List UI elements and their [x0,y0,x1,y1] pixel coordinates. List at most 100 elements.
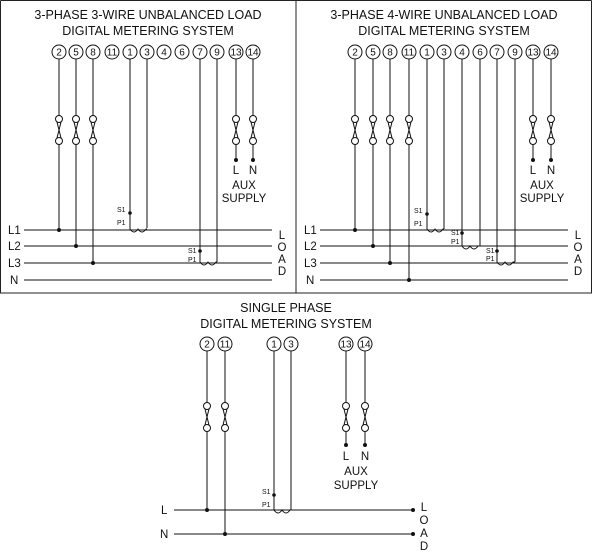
svg-text:3: 3 [144,48,150,59]
junction-dots [205,443,415,536]
ct-label-s1: S1 [414,208,423,215]
svg-text:4: 4 [459,48,465,59]
supply-label: SUPPLY [520,193,565,205]
load-letter: L [575,230,582,242]
terminal-11: 11 [104,44,120,60]
terminal-1: 1 [266,336,282,352]
terminal-3: 3 [139,44,155,60]
terminal-8: 8 [382,44,398,60]
fuse-icon [386,115,394,145]
svg-text:5: 5 [73,48,79,59]
aux-label-l: L [233,165,240,177]
terminal-14: 14 [357,336,373,352]
svg-text:2: 2 [352,48,358,59]
wires [320,59,568,281]
svg-text:1: 1 [127,48,133,59]
line-label-l1: L1 [304,225,317,237]
panel-title-line1: 3-PHASE 3-WIRE UNBALANCED LOAD [34,8,261,22]
svg-text:4: 4 [161,48,167,59]
load-letter: A [278,254,286,266]
terminal-6: 6 [174,44,190,60]
fuse-icon [369,115,377,145]
svg-text:13: 13 [230,48,242,59]
svg-text:14: 14 [545,48,557,59]
terminal-5: 5 [365,44,381,60]
terminal-13: 13 [228,44,244,60]
svg-text:1: 1 [271,340,277,351]
line-label-n: N [306,275,314,287]
terminal-2: 2 [347,44,363,60]
aux-label-n: N [361,451,369,463]
ct-label-p1: P1 [262,502,271,509]
terminal-1: 1 [419,44,435,60]
line-label-l2: L2 [304,241,317,253]
load-letter: D [420,541,428,553]
load-letter: L [279,230,286,242]
fuse-symbols [351,115,555,145]
terminal-3: 3 [283,336,299,352]
terminal-2: 2 [199,336,215,352]
terminal-9: 9 [507,44,523,60]
aux-label: AUX [344,466,368,478]
terminal-14: 14 [245,44,261,60]
svg-text:2: 2 [56,48,62,59]
svg-text:8: 8 [387,48,393,59]
diagram-frame [0,0,592,294]
load-letter: O [420,515,429,527]
svg-text:1: 1 [424,48,430,59]
supply-label: SUPPLY [334,480,379,492]
junction-dots [353,158,553,282]
svg-text:6: 6 [477,48,483,59]
line-label-l2: L2 [8,241,21,253]
wires [24,59,272,281]
terminal-row: 2 5 8 11 1 3 4 6 7 9 13 14 [347,44,559,60]
line-label-l1: L1 [8,225,21,237]
line-label-l3: L3 [304,258,317,270]
svg-text:11: 11 [404,48,415,59]
fuse-icon [351,115,359,145]
panel-title-line2: DIGITAL METERING SYSTEM [200,317,372,331]
line-label-l: L [161,505,168,517]
aux-label-l: L [530,165,537,177]
line-label-n: N [160,529,168,541]
load-letter: D [278,266,286,278]
aux-label: AUX [232,180,256,192]
panel-title-line2: DIGITAL METERING SYSTEM [62,24,234,38]
terminal-7: 7 [489,44,505,60]
svg-text:7: 7 [197,48,203,59]
supply-label: SUPPLY [222,193,267,205]
terminal-11: 11 [217,336,233,352]
svg-text:9: 9 [512,48,518,59]
terminal-row: 2 11 1 3 13 14 [199,336,373,352]
load-letter: O [278,242,287,254]
ct-label-p1: P1 [486,256,495,263]
svg-text:11: 11 [107,48,118,59]
ct-label-s1: S1 [117,207,126,214]
aux-label-l: L [343,451,350,463]
aux-label: AUX [530,180,554,192]
svg-text:3: 3 [441,48,447,59]
panel-title-line1: SINGLE PHASE [240,301,332,315]
panel-3phase-3wire: 3-PHASE 3-WIRE UNBALANCED LOAD DIGITAL M… [8,8,287,287]
line-label-n: N [10,275,18,287]
svg-text:3: 3 [288,340,294,351]
terminal-1: 1 [122,44,138,60]
terminal-3: 3 [436,44,452,60]
panel-title-line2: DIGITAL METERING SYSTEM [358,24,530,38]
load-letter: D [574,266,582,278]
ct-label-s1: S1 [486,248,495,255]
ct-label-p1: P1 [188,257,197,264]
terminal-11: 11 [401,44,417,60]
load-letter: O [574,242,583,254]
terminal-4: 4 [454,44,470,60]
ct-label-s1: S1 [188,248,197,255]
terminal-row: 2 5 8 11 1 3 4 6 7 9 13 14 [51,44,261,60]
fuse-icon [232,115,240,145]
svg-text:8: 8 [90,48,96,59]
svg-text:5: 5 [370,48,376,59]
panel-single-phase: SINGLE PHASE DIGITAL METERING SYSTEM 2 1… [160,301,429,553]
terminal-9: 9 [209,44,225,60]
load-letter: L [421,502,428,514]
junction-dots [57,158,255,265]
svg-text:14: 14 [359,340,371,351]
